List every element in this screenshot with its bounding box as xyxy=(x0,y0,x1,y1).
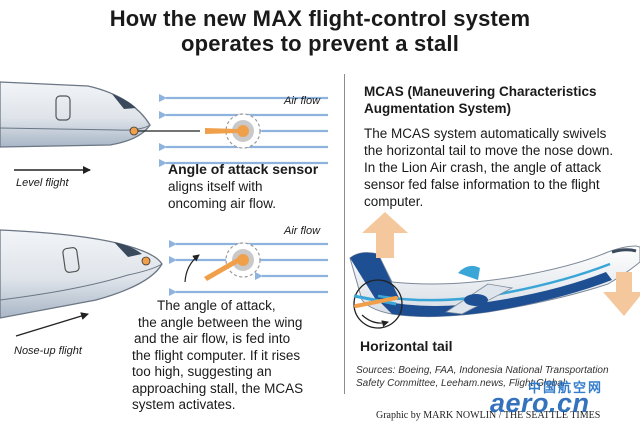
aoa-sensor-bottom xyxy=(184,242,261,283)
mcas-heading-line: MCAS (Maneuvering Characteristics xyxy=(364,84,597,99)
mcas-description: The MCAS system automatically swivels th… xyxy=(364,125,640,210)
sources-note: Sources: Boeing, FAA, Indonesia National… xyxy=(356,365,609,390)
nose-up-flight-arrow xyxy=(15,312,89,337)
mcas-line: The MCAS system automatically swivels xyxy=(364,126,607,141)
boeing-737-max-illustration xyxy=(349,245,640,318)
tail-up-arrow xyxy=(362,212,408,258)
graphic-credit: Graphic by MARK NOWLIN / THE SEATTLE TIM… xyxy=(376,410,601,421)
level-flight-label: Level flight xyxy=(16,177,69,189)
title-line-1: How the new MAX flight-control system xyxy=(109,6,531,31)
sensor-heading: Angle of attack sensor xyxy=(168,161,319,177)
air-flow-label-top: Air flow xyxy=(284,95,321,107)
aoa-line: The angle of attack, xyxy=(157,298,276,313)
nose-down-arrow xyxy=(603,272,640,316)
sources-line: Safety Committee, Leeham.news, Flight Gl… xyxy=(356,377,568,389)
aoa-description: The angle of attack, the angle between t… xyxy=(130,298,342,414)
mcas-heading: MCAS (Maneuvering Characteristics Augmen… xyxy=(364,83,597,117)
panel-divider xyxy=(344,74,345,394)
aoa-line: and the air flow, is fed into xyxy=(134,331,291,346)
level-flight-nose-illustration xyxy=(0,81,200,148)
mcas-line: computer. xyxy=(364,194,424,209)
sensor-line: oncoming air flow. xyxy=(168,196,277,211)
mcas-line: sensor fed false information to the flig… xyxy=(364,177,600,192)
mcas-line: In the Lion Air crash, the angle of atta… xyxy=(364,160,602,175)
aoa-sensor-top xyxy=(205,113,261,149)
sensor-description: aligns itself with oncoming air flow. xyxy=(168,178,338,212)
nose-up-flight-nose-illustration xyxy=(0,229,163,319)
mcas-line: the horizontal tail to move the nose dow… xyxy=(364,143,614,158)
watermark-logo: aero.cn xyxy=(490,388,590,418)
aoa-line: approaching stall, the MCAS xyxy=(132,380,304,396)
air-flow-label-bottom: Air flow xyxy=(284,225,321,237)
mcas-heading-line: Augmentation System) xyxy=(364,101,512,116)
horizontal-tail-label: Horizontal tail xyxy=(360,338,453,354)
aoa-line: too high, suggesting an xyxy=(132,364,272,379)
sensor-line: aligns itself with xyxy=(168,179,263,194)
aoa-line: system activates. xyxy=(132,397,236,412)
watermark-cn: 中国航空网 xyxy=(528,380,604,395)
horizontal-tail-callout xyxy=(353,279,403,329)
nose-up-flight-label: Nose-up flight xyxy=(14,345,82,357)
title-line-2: operates to prevent a stall xyxy=(180,31,460,56)
aoa-line: the angle between the wing xyxy=(138,314,303,330)
aoa-line: the flight computer. If it rises xyxy=(132,347,301,363)
sources-line: Sources: Boeing, FAA, Indonesia National… xyxy=(356,365,609,376)
